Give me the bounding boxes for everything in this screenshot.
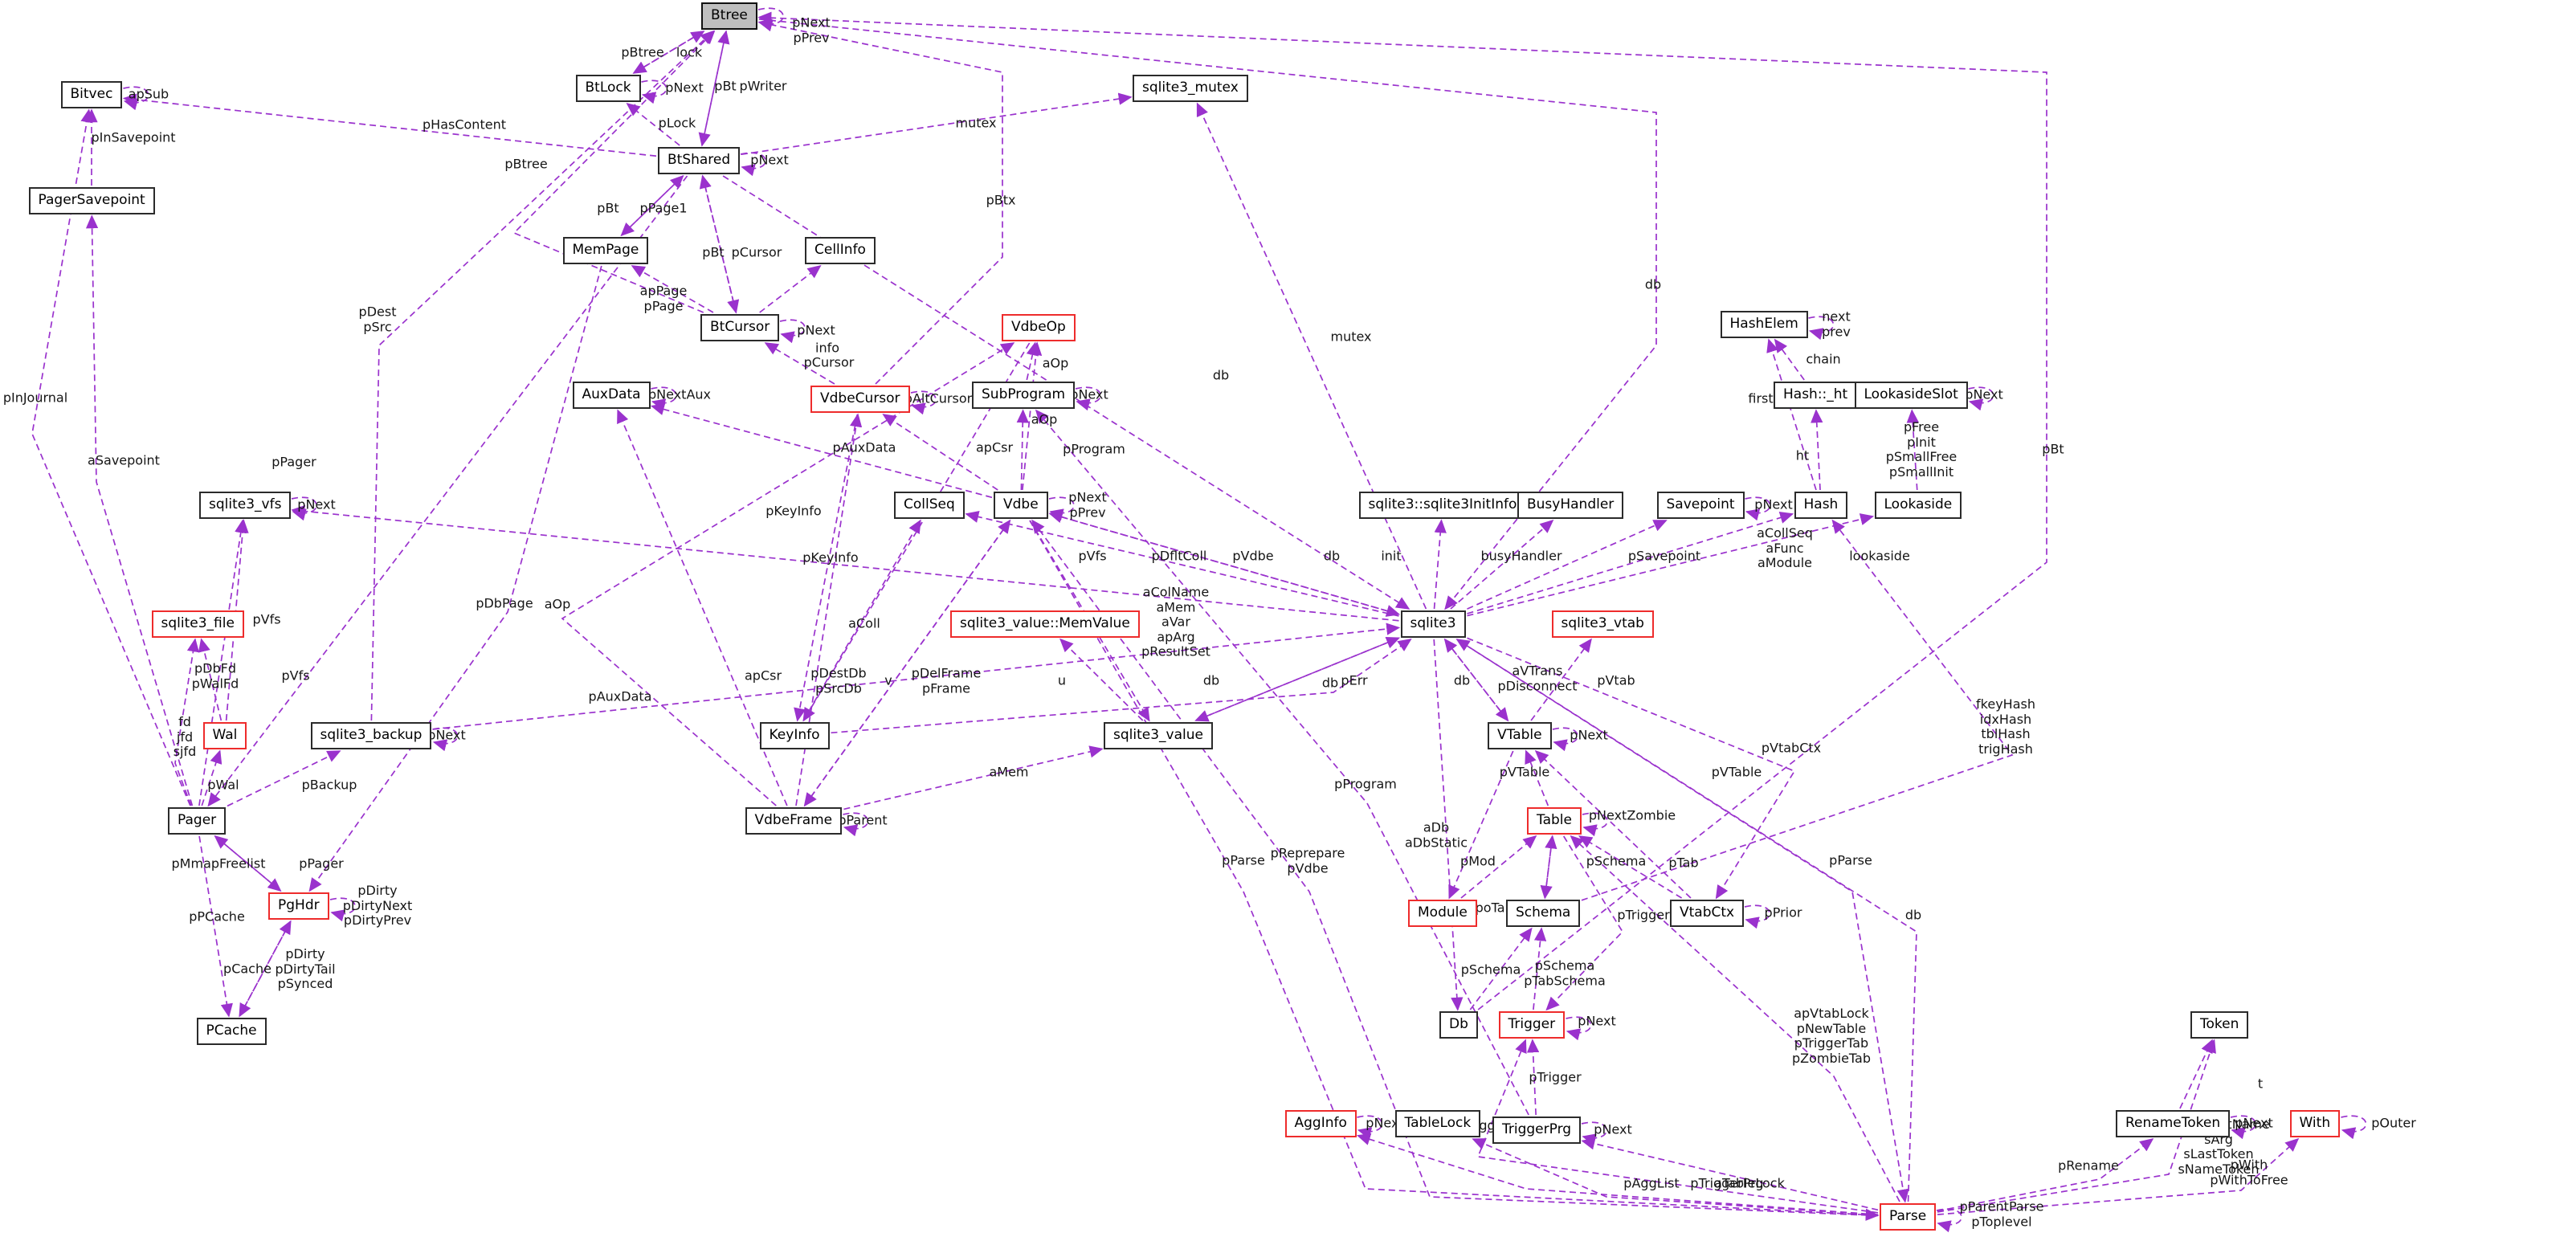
node-TableLock[interactable]: TableLock <box>1394 1110 1481 1137</box>
node-BtCursor[interactable]: BtCursor <box>700 314 780 341</box>
node-Db[interactable]: Db <box>1439 1011 1478 1039</box>
node-AggInfo[interactable]: AggInfo <box>1284 1110 1357 1137</box>
node-PagerSavepoint[interactable]: PagerSavepoint <box>28 187 155 214</box>
node-PCache[interactable]: PCache <box>196 1018 267 1045</box>
node-Table[interactable]: Table <box>1527 807 1582 835</box>
node-LookasideSlot[interactable]: LookasideSlot <box>1854 382 1968 409</box>
node-HashElem[interactable]: HashElem <box>1720 311 1808 338</box>
node-sqlite3[interactable]: sqlite3 <box>1400 610 1466 638</box>
node-BtShared[interactable]: BtShared <box>658 147 741 174</box>
node-With[interactable]: With <box>2289 1110 2341 1137</box>
node-CellInfo[interactable]: CellInfo <box>805 237 876 264</box>
node-VdbeOp[interactable]: VdbeOp <box>1002 314 1076 341</box>
node-VtabCtx[interactable]: VtabCtx <box>1670 900 1745 927</box>
node-Savepoint[interactable]: Savepoint <box>1656 492 1745 519</box>
node-Parse[interactable]: Parse <box>1880 1203 1937 1231</box>
node-sqlite3_vfs[interactable]: sqlite3_vfs <box>199 492 292 519</box>
node-Hash[interactable]: Hash <box>1794 492 1848 519</box>
node-Module[interactable]: Module <box>1408 900 1477 927</box>
node-SubProgram[interactable]: SubProgram <box>972 382 1076 409</box>
node-Btree[interactable]: Btree <box>701 2 757 30</box>
node-CollSeq[interactable]: CollSeq <box>894 492 965 519</box>
node-Vdbe[interactable]: Vdbe <box>994 492 1048 519</box>
node-PgHdr[interactable]: PgHdr <box>268 892 329 920</box>
node-Bitvec[interactable]: Bitvec <box>60 81 123 108</box>
node-BusyHandler[interactable]: BusyHandler <box>1517 492 1624 519</box>
node-AuxData[interactable]: AuxData <box>572 382 651 409</box>
node-sqlite3_vtab[interactable]: sqlite3_vtab <box>1551 610 1654 638</box>
node-sqlite3_mutex[interactable]: sqlite3_mutex <box>1133 75 1248 102</box>
node-Trigger[interactable]: Trigger <box>1498 1011 1566 1039</box>
node-VTable[interactable]: VTable <box>1488 722 1552 749</box>
node-Hash_ht[interactable]: Hash::_ht <box>1774 382 1858 409</box>
node-BtLock[interactable]: BtLock <box>575 75 641 102</box>
node-Wal[interactable]: Wal <box>202 722 247 749</box>
node-Token[interactable]: Token <box>2190 1011 2249 1039</box>
node-sqlite3_file[interactable]: sqlite3_file <box>151 610 244 638</box>
node-MemValue[interactable]: sqlite3_value::MemValue <box>950 610 1140 638</box>
node-RenameToken[interactable]: RenameToken <box>2116 1110 2231 1137</box>
node-sqlite3_value[interactable]: sqlite3_value <box>1104 722 1213 749</box>
node-Pager[interactable]: Pager <box>168 807 227 835</box>
node-Lookaside[interactable]: Lookaside <box>1874 492 1962 519</box>
node-MemPage[interactable]: MemPage <box>562 237 649 264</box>
node-KeyInfo[interactable]: KeyInfo <box>759 722 830 749</box>
node-VdbeCursor[interactable]: VdbeCursor <box>810 386 910 413</box>
node-Schema[interactable]: Schema <box>1506 900 1581 927</box>
node-sqlite3_backup[interactable]: sqlite3_backup <box>310 722 432 749</box>
node-TriggerPrg[interactable]: TriggerPrg <box>1492 1116 1582 1144</box>
node-sqlite3InitInfo[interactable]: sqlite3::sqlite3InitInfo <box>1358 492 1527 519</box>
node-VdbeFrame[interactable]: VdbeFrame <box>745 807 843 835</box>
